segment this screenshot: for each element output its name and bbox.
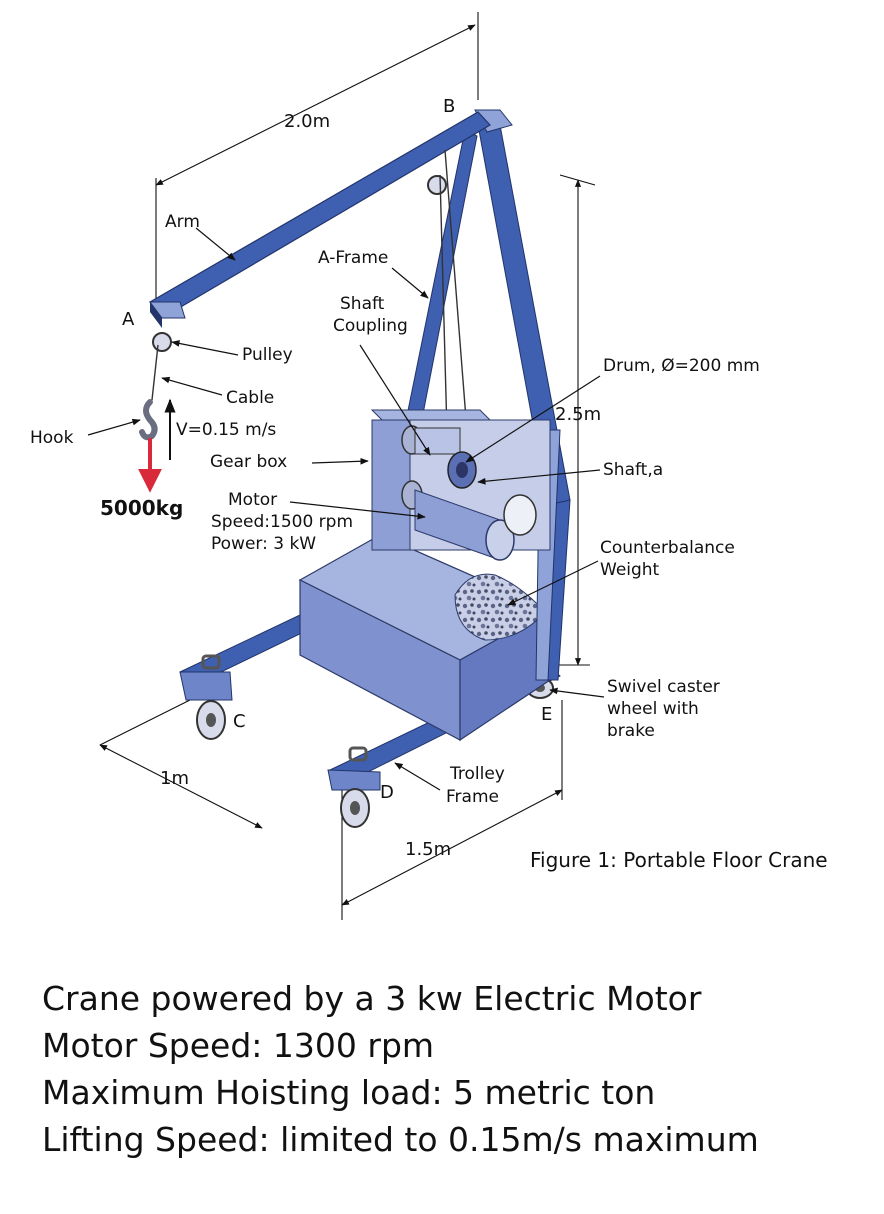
spec-line: Maximum Hoisting load: 5 metric ton bbox=[42, 1073, 656, 1112]
base-box bbox=[298, 534, 552, 742]
hook bbox=[139, 399, 158, 441]
point-c-label: C bbox=[233, 711, 246, 732]
hook-label: Hook bbox=[30, 428, 74, 448]
caster-label-1: Swivel caster bbox=[607, 677, 720, 697]
dim-1m-label: 1m bbox=[160, 768, 189, 789]
dim-1-5m-label: 1.5m bbox=[405, 839, 452, 860]
trolley-label-1: Trolley bbox=[450, 764, 505, 784]
arm bbox=[149, 111, 491, 352]
caster-label-2: wheel with bbox=[607, 699, 699, 719]
caster-wheels bbox=[196, 677, 554, 828]
drum-label: Drum, Ø=200 mm bbox=[603, 356, 760, 376]
dim-height-label: 2.5m bbox=[555, 404, 602, 425]
crane-illustration bbox=[87, 12, 605, 920]
spec-line: Lifting Speed: limited to 0.15m/s maximu… bbox=[42, 1120, 759, 1159]
motor-label-2: Speed:1500 rpm bbox=[211, 512, 354, 532]
cable-label: Cable bbox=[226, 388, 275, 408]
counterbalance-label-1: Counterbalance bbox=[600, 538, 735, 558]
shaft-a-label: Shaft,a bbox=[603, 460, 664, 480]
velocity-label: V=0.15 m/s bbox=[176, 420, 277, 440]
motor-label-3: Power: 3 kW bbox=[211, 534, 317, 554]
arm-label: Arm bbox=[165, 212, 200, 232]
gearbox-motor-assembly bbox=[370, 409, 551, 561]
spec-list: Crane powered by a 3 kw Electric Motor M… bbox=[42, 975, 872, 1163]
point-e-label: E bbox=[541, 704, 553, 725]
gear-box-label: Gear box bbox=[210, 452, 288, 472]
dim-arm-label: 2.0m bbox=[284, 111, 331, 132]
counterbalance-label-2: Weight bbox=[600, 560, 660, 580]
shaft-coupling-label-1: Shaft bbox=[340, 294, 385, 314]
point-d-label: D bbox=[380, 782, 394, 803]
spec-line: Crane powered by a 3 kw Electric Motor bbox=[42, 979, 702, 1018]
shaft-coupling-label-2: Coupling bbox=[333, 316, 408, 336]
figure-caption: Figure 1: Portable Floor Crane bbox=[530, 848, 828, 872]
caster-label-3: brake bbox=[607, 721, 655, 741]
leader-lines bbox=[87, 227, 605, 791]
pulley-label: Pulley bbox=[242, 345, 293, 365]
trolley-label-2: Frame bbox=[446, 787, 499, 807]
load-label: 5000kg bbox=[100, 496, 184, 520]
motor-label-1: Motor bbox=[228, 490, 278, 510]
point-b-label: B bbox=[443, 96, 456, 117]
a-frame-label: A-Frame bbox=[318, 248, 389, 268]
spec-line: Motor Speed: 1300 rpm bbox=[42, 1026, 435, 1065]
point-a-label: A bbox=[122, 309, 135, 330]
